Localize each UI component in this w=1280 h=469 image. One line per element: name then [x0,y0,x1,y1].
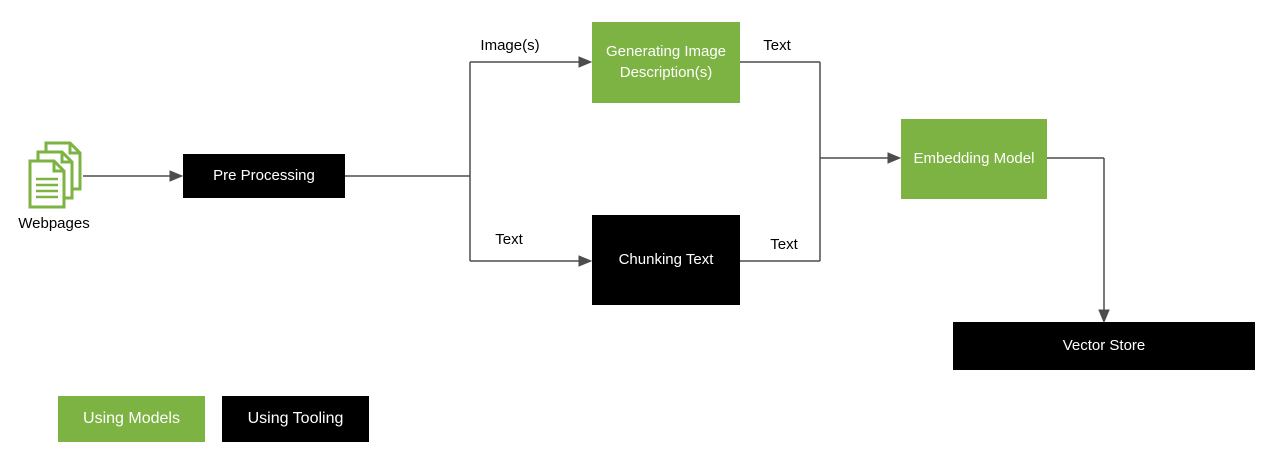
edge-label-images: Image(s) [480,37,540,54]
arrowhead-into-chunking [578,255,593,267]
webpages-label: Webpages [18,215,90,232]
node-generating-image-descriptions: Generating Image Description(s) [592,22,740,103]
arrowhead-into-vectorstore [1098,309,1110,324]
edge-label-text-bottom-out: Text [770,236,798,253]
edge-label-text-branch: Text [495,231,523,248]
arrowhead-into-embedding [887,152,902,164]
arrowhead-into-preprocessing [169,170,184,182]
legend-using-tooling: Using Tooling [222,396,369,442]
arrowhead-into-gen-image [578,56,593,68]
edge-label-text-top-out: Text [763,37,791,54]
webpages-icon [28,141,84,209]
node-pre-processing: Pre Processing [183,154,345,198]
legend-using-models: Using Models [58,396,205,442]
node-embedding-model: Embedding Model [901,119,1047,199]
node-chunking-text: Chunking Text [592,215,740,305]
node-vector-store: Vector Store [953,322,1255,370]
